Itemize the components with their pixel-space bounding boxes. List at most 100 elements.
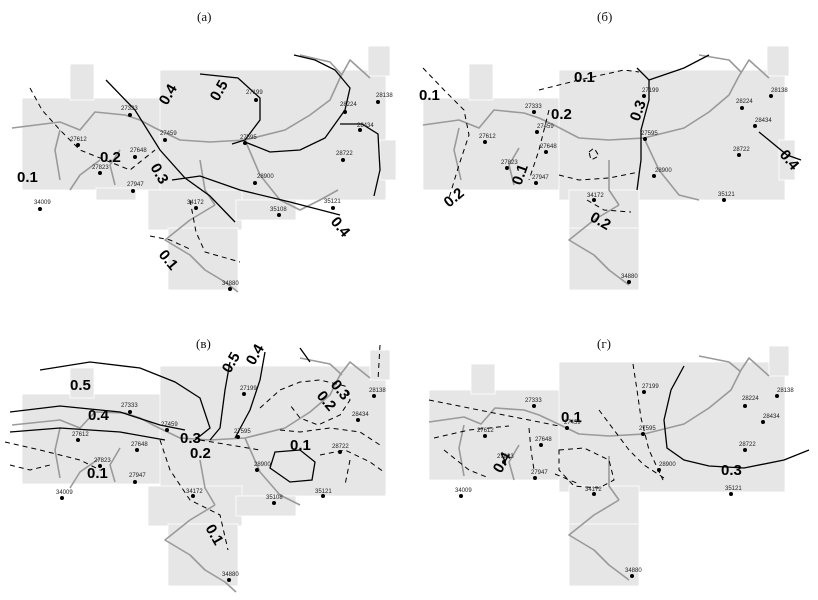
svg-text:27459: 27459 [564, 420, 581, 426]
svg-text:28224: 28224 [340, 102, 357, 108]
svg-text:28900: 28900 [659, 462, 676, 468]
panel-a-map: (а) 0.4 0.5 0.2 0.3 0.1 0.4 0.1 27333 27… [11, 9, 397, 293]
panel-b: (б) 0.1 0.1 0.2 0.3 0.1 0.2 0.2 0.4 2733… [409, 0, 818, 300]
svg-text:27199: 27199 [240, 386, 257, 392]
svg-text:27459: 27459 [161, 422, 178, 428]
svg-text:28434: 28434 [763, 414, 780, 420]
svg-text:27947: 27947 [127, 182, 144, 188]
svg-text:27947: 27947 [129, 473, 146, 479]
svg-text:28722: 28722 [733, 147, 750, 153]
svg-text:35108: 35108 [270, 207, 287, 213]
svg-text:28722: 28722 [332, 444, 349, 450]
svg-text:28722: 28722 [336, 151, 353, 157]
svg-text:27333: 27333 [121, 106, 138, 112]
svg-text:27648: 27648 [131, 442, 148, 448]
svg-text:28224: 28224 [736, 99, 753, 105]
svg-text:28138: 28138 [369, 388, 386, 394]
svg-text:28138: 28138 [376, 93, 393, 99]
panel-d: (г) 0.1 0.4 0.3 27333 27199 28224 28138 … [409, 300, 818, 600]
svg-text:27459: 27459 [160, 131, 177, 137]
panel-d-label: (г) [597, 336, 611, 351]
svg-text:0.2: 0.2 [551, 106, 572, 123]
svg-text:0.4: 0.4 [327, 214, 354, 241]
svg-text:0.3: 0.3 [627, 98, 650, 123]
svg-text:0.2: 0.2 [190, 445, 211, 462]
panel-b-map: (б) 0.1 0.1 0.2 0.3 0.1 0.2 0.2 0.4 2733… [419, 9, 803, 291]
svg-text:0.1: 0.1 [87, 465, 108, 482]
svg-text:27612: 27612 [72, 432, 89, 438]
svg-text:27823: 27823 [94, 458, 111, 464]
svg-text:34172: 34172 [186, 489, 203, 495]
svg-text:27823: 27823 [92, 165, 109, 171]
panel-a-label: (а) [197, 9, 211, 24]
svg-text:0.3: 0.3 [180, 430, 201, 447]
svg-text:35121: 35121 [718, 192, 735, 198]
svg-text:0.2: 0.2 [100, 149, 121, 166]
svg-text:28138: 28138 [777, 388, 794, 394]
svg-text:27199: 27199 [642, 88, 659, 94]
panel-d-map: (г) 0.1 0.4 0.3 27333 27199 28224 28138 … [428, 336, 810, 587]
panel-d-stations: 27333 27199 28224 28138 27612 27459 2843… [455, 384, 794, 578]
svg-text:27612: 27612 [477, 428, 494, 434]
svg-text:27612: 27612 [70, 137, 87, 143]
svg-text:27823: 27823 [497, 454, 514, 460]
svg-text:0.1: 0.1 [17, 169, 38, 186]
svg-text:27595: 27595 [641, 131, 658, 137]
svg-text:27595: 27595 [240, 135, 257, 141]
svg-text:28434: 28434 [352, 412, 369, 418]
svg-text:28900: 28900 [257, 174, 274, 180]
svg-text:28434: 28434 [357, 123, 374, 129]
svg-text:28138: 28138 [771, 88, 788, 94]
svg-text:27199: 27199 [246, 90, 263, 96]
svg-text:0.3: 0.3 [721, 462, 742, 479]
svg-text:0.1: 0.1 [290, 437, 311, 454]
svg-text:27199: 27199 [642, 384, 659, 390]
svg-text:35108: 35108 [266, 495, 283, 501]
svg-text:27595: 27595 [639, 426, 656, 432]
svg-text:0.1: 0.1 [574, 69, 595, 86]
panel-b-stations: 27333 27199 28224 28138 27612 27459 2843… [479, 88, 788, 284]
svg-text:34009: 34009 [56, 490, 73, 496]
svg-text:34880: 34880 [621, 274, 638, 280]
svg-text:27648: 27648 [535, 437, 552, 443]
svg-text:27333: 27333 [121, 403, 138, 409]
panel-c-stations: 27333 27199 28138 27612 27459 28434 2759… [56, 386, 386, 582]
svg-text:28900: 28900 [254, 462, 271, 468]
svg-text:0.4: 0.4 [88, 407, 110, 424]
svg-text:34172: 34172 [585, 487, 602, 493]
svg-text:0.1: 0.1 [419, 87, 440, 104]
svg-text:28224: 28224 [742, 396, 759, 402]
svg-text:35121: 35121 [725, 486, 742, 492]
svg-text:27459: 27459 [537, 124, 554, 130]
panel-c-label: (в) [196, 336, 211, 351]
panel-a-land [21, 45, 397, 291]
svg-text:27947: 27947 [532, 175, 549, 181]
svg-text:34880: 34880 [625, 568, 642, 574]
svg-text:27612: 27612 [479, 134, 496, 140]
svg-text:34880: 34880 [222, 572, 239, 578]
panel-a: (а) 0.4 0.5 0.2 0.3 0.1 0.4 0.1 27333 27… [0, 0, 409, 300]
svg-text:27648: 27648 [130, 148, 147, 154]
panel-a-stations: 27333 27199 28224 28138 27612 27459 2843… [34, 90, 393, 291]
svg-text:28434: 28434 [755, 118, 772, 124]
svg-text:27333: 27333 [525, 104, 542, 110]
svg-text:34009: 34009 [34, 200, 51, 206]
panel-c: (в) 0.5 0.4 0.5 0.4 0.3 0.2 0.1 0.1 0.3 … [0, 300, 409, 600]
panel-b-label: (б) [597, 9, 612, 24]
svg-text:28900: 28900 [655, 168, 672, 174]
svg-text:34172: 34172 [187, 200, 204, 206]
svg-text:27823: 27823 [501, 160, 518, 166]
svg-text:0.4: 0.4 [243, 341, 268, 368]
svg-text:0.1: 0.1 [509, 162, 532, 187]
panel-c-map: (в) 0.5 0.4 0.5 0.4 0.3 0.2 0.1 0.1 0.3 … [4, 336, 391, 593]
svg-text:27648: 27648 [540, 144, 557, 150]
svg-text:35121: 35121 [324, 199, 341, 205]
svg-text:27947: 27947 [531, 470, 548, 476]
svg-text:34172: 34172 [587, 193, 604, 199]
svg-text:28722: 28722 [739, 442, 756, 448]
svg-text:0.1: 0.1 [561, 409, 582, 426]
svg-text:0.5: 0.5 [70, 377, 91, 394]
svg-text:35121: 35121 [315, 489, 332, 495]
svg-text:34009: 34009 [455, 488, 472, 494]
